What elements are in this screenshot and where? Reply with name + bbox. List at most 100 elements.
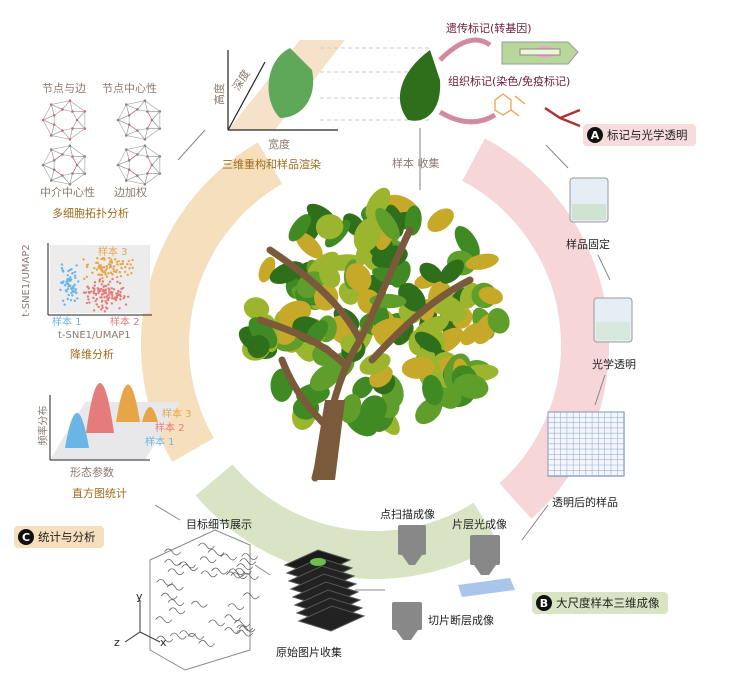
cell-outline xyxy=(207,549,225,556)
scatter-point xyxy=(76,297,79,300)
scatter-point xyxy=(109,264,112,268)
network-edge xyxy=(137,145,146,155)
network-edge xyxy=(125,149,130,161)
section-c-title: 统计与分析 xyxy=(38,530,96,544)
scatter-point xyxy=(103,310,107,313)
network-edge xyxy=(151,164,161,174)
network-node xyxy=(71,127,74,130)
network-edge xyxy=(125,104,130,116)
section-a-letter: A xyxy=(587,127,603,143)
network-node xyxy=(143,144,147,147)
scatter-point xyxy=(112,265,116,268)
network-node xyxy=(127,159,131,162)
cell-outline xyxy=(224,614,241,622)
network-node xyxy=(61,129,64,132)
scatter-point xyxy=(95,297,99,301)
network-edge xyxy=(76,164,86,174)
network-node xyxy=(116,163,120,167)
scatter-point xyxy=(119,298,122,301)
scatter-point xyxy=(107,293,110,297)
scatter-point xyxy=(102,285,105,288)
genetic-label: 遗传标记(转基因) xyxy=(446,22,532,35)
network-edge xyxy=(126,104,138,110)
network-edge xyxy=(117,164,127,181)
cell-outline xyxy=(167,599,185,606)
leaf-icon xyxy=(454,226,480,260)
network-edge xyxy=(69,145,73,157)
scatter-point xyxy=(110,260,113,263)
genetic-arrow xyxy=(438,37,492,62)
scatter-point xyxy=(98,280,101,283)
network-node xyxy=(124,134,128,137)
scatter-point xyxy=(88,301,91,304)
network-edge xyxy=(69,145,86,157)
cell-outline xyxy=(224,627,241,634)
scatter-point xyxy=(71,271,74,275)
scatter-point xyxy=(110,258,113,261)
scatter-point xyxy=(119,295,122,298)
scatter-point xyxy=(100,283,103,286)
scatter-point xyxy=(101,276,104,280)
network-edge xyxy=(62,154,73,157)
network-edge xyxy=(50,169,55,181)
histogram-plot xyxy=(49,383,180,461)
scatter-point xyxy=(85,301,89,305)
scatter-point xyxy=(66,282,70,285)
network-edge xyxy=(62,100,71,110)
cell-outline xyxy=(228,568,246,576)
network-node xyxy=(52,168,56,171)
image-slice xyxy=(297,605,366,632)
scatter-point xyxy=(92,291,96,295)
scatter-point xyxy=(103,292,106,295)
scatter-point xyxy=(67,285,70,288)
leaf-icon xyxy=(465,253,499,270)
betweenness-label: 中介中心性 xyxy=(40,186,95,199)
scatter-point xyxy=(105,267,109,270)
cell-outline xyxy=(220,553,238,561)
network-edge xyxy=(128,124,138,131)
scatter-point xyxy=(100,268,103,272)
network-edge xyxy=(76,119,86,129)
leaf-icon xyxy=(422,374,444,406)
cell-outline xyxy=(179,561,196,569)
tree-illustration xyxy=(238,187,510,482)
scatter-point xyxy=(85,265,89,269)
network-edge xyxy=(137,175,146,185)
scatter-point xyxy=(118,282,122,285)
leaf-icon xyxy=(419,262,443,284)
scatter-point xyxy=(104,273,107,276)
scatter-point xyxy=(114,298,118,302)
network-edge xyxy=(62,128,73,131)
scatter-point xyxy=(93,266,96,270)
network-node xyxy=(71,155,74,158)
scatter-point xyxy=(71,290,75,294)
scatter-point xyxy=(60,263,64,266)
network-node xyxy=(116,118,120,122)
histogram-ylabel: 频率分布 xyxy=(38,405,50,446)
network-node xyxy=(146,127,149,130)
leaf-icon xyxy=(398,283,426,312)
lightsheet-label: 片层光成像 xyxy=(452,518,507,531)
network-edge xyxy=(51,149,63,155)
network-edge xyxy=(117,159,130,166)
xyz-axes-icon xyxy=(124,600,161,643)
scatter-point xyxy=(77,280,80,283)
network-node xyxy=(61,174,64,177)
leaf-icon xyxy=(248,317,278,349)
network-edge xyxy=(50,124,55,136)
leaf-icon xyxy=(401,357,435,379)
scatter-point xyxy=(60,266,64,270)
network-node xyxy=(52,123,56,126)
collection-label: 样本 收集 xyxy=(392,157,440,170)
scatter-point xyxy=(107,283,110,286)
network-node xyxy=(127,168,131,171)
network-edge xyxy=(62,145,71,155)
section-b-letter: B xyxy=(536,595,552,611)
cell-outline xyxy=(211,567,228,575)
section-c-letter: C xyxy=(18,529,34,545)
axis-z: z xyxy=(114,636,120,649)
network-node xyxy=(71,172,74,175)
scatter-point xyxy=(108,288,111,292)
node-centrality-label: 节点中心性 xyxy=(102,82,157,95)
scatter-point xyxy=(126,262,129,266)
